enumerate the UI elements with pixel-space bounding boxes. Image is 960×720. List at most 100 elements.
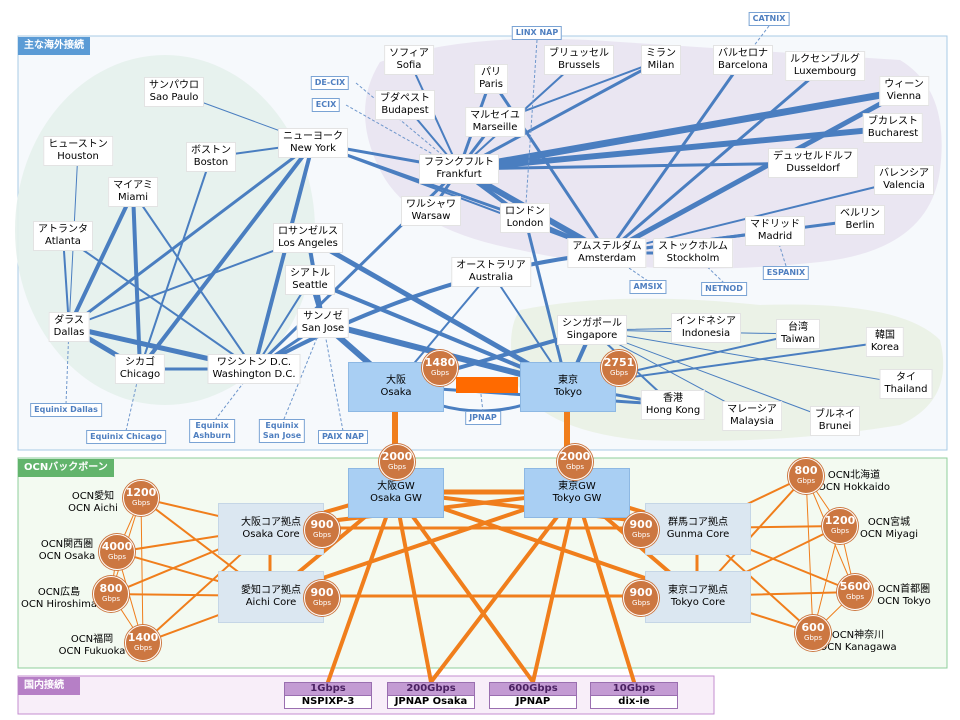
gateway-label-en: Osaka GW <box>370 493 422 504</box>
city-label-ja: ロサンゼルス <box>278 226 338 237</box>
city-label-ja: ワルシャワ <box>406 199 456 210</box>
backbone-link-osakaGW-d3 <box>393 490 535 684</box>
city-label-en: Australia <box>468 272 514 283</box>
badge-unit: Gbps <box>632 531 650 539</box>
core-tokyo: 東京コア拠点 Tokyo Core <box>645 571 751 623</box>
city-label-en: Luxembourg <box>793 66 857 77</box>
city-label-en: Boston <box>193 157 229 168</box>
link-dallas-losangeles <box>68 237 309 328</box>
badge-unit: Gbps <box>831 527 849 535</box>
ix-ecix: ECIX <box>311 98 341 112</box>
city-label-ja: ミラン <box>646 48 676 59</box>
city-label-en: San Jose <box>301 323 345 334</box>
ix-equinix-ashburn: Equinix Ashburn <box>189 419 235 443</box>
city-label-ja: ブダペスト <box>380 93 430 104</box>
city-label-ja: ルクセンブルグ <box>790 54 860 65</box>
badge-value: 4000 <box>101 540 133 553</box>
city-label-ja: ダラス <box>54 315 84 326</box>
city-label-en: Sofia <box>396 60 422 71</box>
domestic-ix-name: JPNAP <box>489 695 577 709</box>
link-amsterdam-berlin <box>605 218 862 255</box>
region-label-ja: OCN首都圏 <box>877 584 931 595</box>
city-label-ja: ワシントン D.C. <box>216 357 292 368</box>
gateway-label-ja: 東京GW <box>558 481 596 492</box>
city-label-en: Washington D.C. <box>212 369 296 380</box>
section-title-backbone: OCNバックボーン <box>18 459 114 477</box>
region-label-en: OCN Tokyo <box>877 596 931 607</box>
region-label-en: OCN Hiroshima <box>20 599 97 610</box>
city-label-ja: ロンドン <box>505 206 545 217</box>
city-label-ja: ブカレスト <box>868 116 918 127</box>
backbone-link-osakaGW-d2 <box>393 490 433 684</box>
city-label-en: Singapore <box>566 330 618 341</box>
domestic-ix-speed: 200Gbps <box>387 682 475 695</box>
region-label-ja: OCN神奈川 <box>831 630 885 641</box>
backbone-link-osakaGW-d1 <box>326 490 397 684</box>
region-label-ja: OCN愛知 <box>71 491 115 502</box>
badge-unit: Gbps <box>431 369 449 377</box>
badge-unit: Gbps <box>134 644 152 652</box>
city-label-ja: マイアミ <box>113 180 153 191</box>
city-label-ja: ストックホルム <box>658 241 728 252</box>
city-label-en: Stockholm <box>666 253 720 264</box>
core-label-ja: 群馬コア拠点 <box>668 517 728 528</box>
city-label-en: Milan <box>647 60 675 71</box>
city-label-en: Paris <box>479 79 503 90</box>
city-label-en: Brunei <box>818 421 852 432</box>
domestic-ix-speed: 600Gbps <box>489 682 577 695</box>
city-label-en: Valencia <box>883 180 925 191</box>
badge-value: 1200 <box>125 486 157 499</box>
badge-value: 5600 <box>839 580 871 593</box>
link-losangeles-tokyo <box>305 235 570 389</box>
link-frankfurt-milan <box>457 58 663 171</box>
badge-unit: Gbps <box>632 599 650 607</box>
city-label-ja: ボストン <box>191 145 231 156</box>
city-label-en: Barcelona <box>718 60 768 71</box>
backbone-link-rAichi-rFuku <box>140 497 144 644</box>
city-label-ja: シアトル <box>290 268 330 279</box>
city-label-en: Indonesia <box>681 328 731 339</box>
city-label-ja: タイ <box>895 372 916 383</box>
city-label-ja: アトランタ <box>38 224 88 235</box>
badge-unit: Gbps <box>313 599 331 607</box>
hub-label-en: Osaka <box>380 387 412 398</box>
core-label-ja: 愛知コア拠点 <box>241 585 301 596</box>
region-label-en: OCN Hokkaido <box>818 482 890 493</box>
core-label-en: Gunma Core <box>666 529 730 540</box>
city-label-en: London <box>506 218 544 229</box>
osaka-tokyo-link-bar <box>456 377 518 393</box>
city-label-en: Hong Kong <box>645 405 701 416</box>
city-label-ja: ソフィア <box>389 48 429 59</box>
city-label-en: Seattle <box>292 280 328 291</box>
badge-unit: Gbps <box>313 531 331 539</box>
city-label-en: Thailand <box>884 384 928 395</box>
link-chicago-miami <box>131 190 142 371</box>
